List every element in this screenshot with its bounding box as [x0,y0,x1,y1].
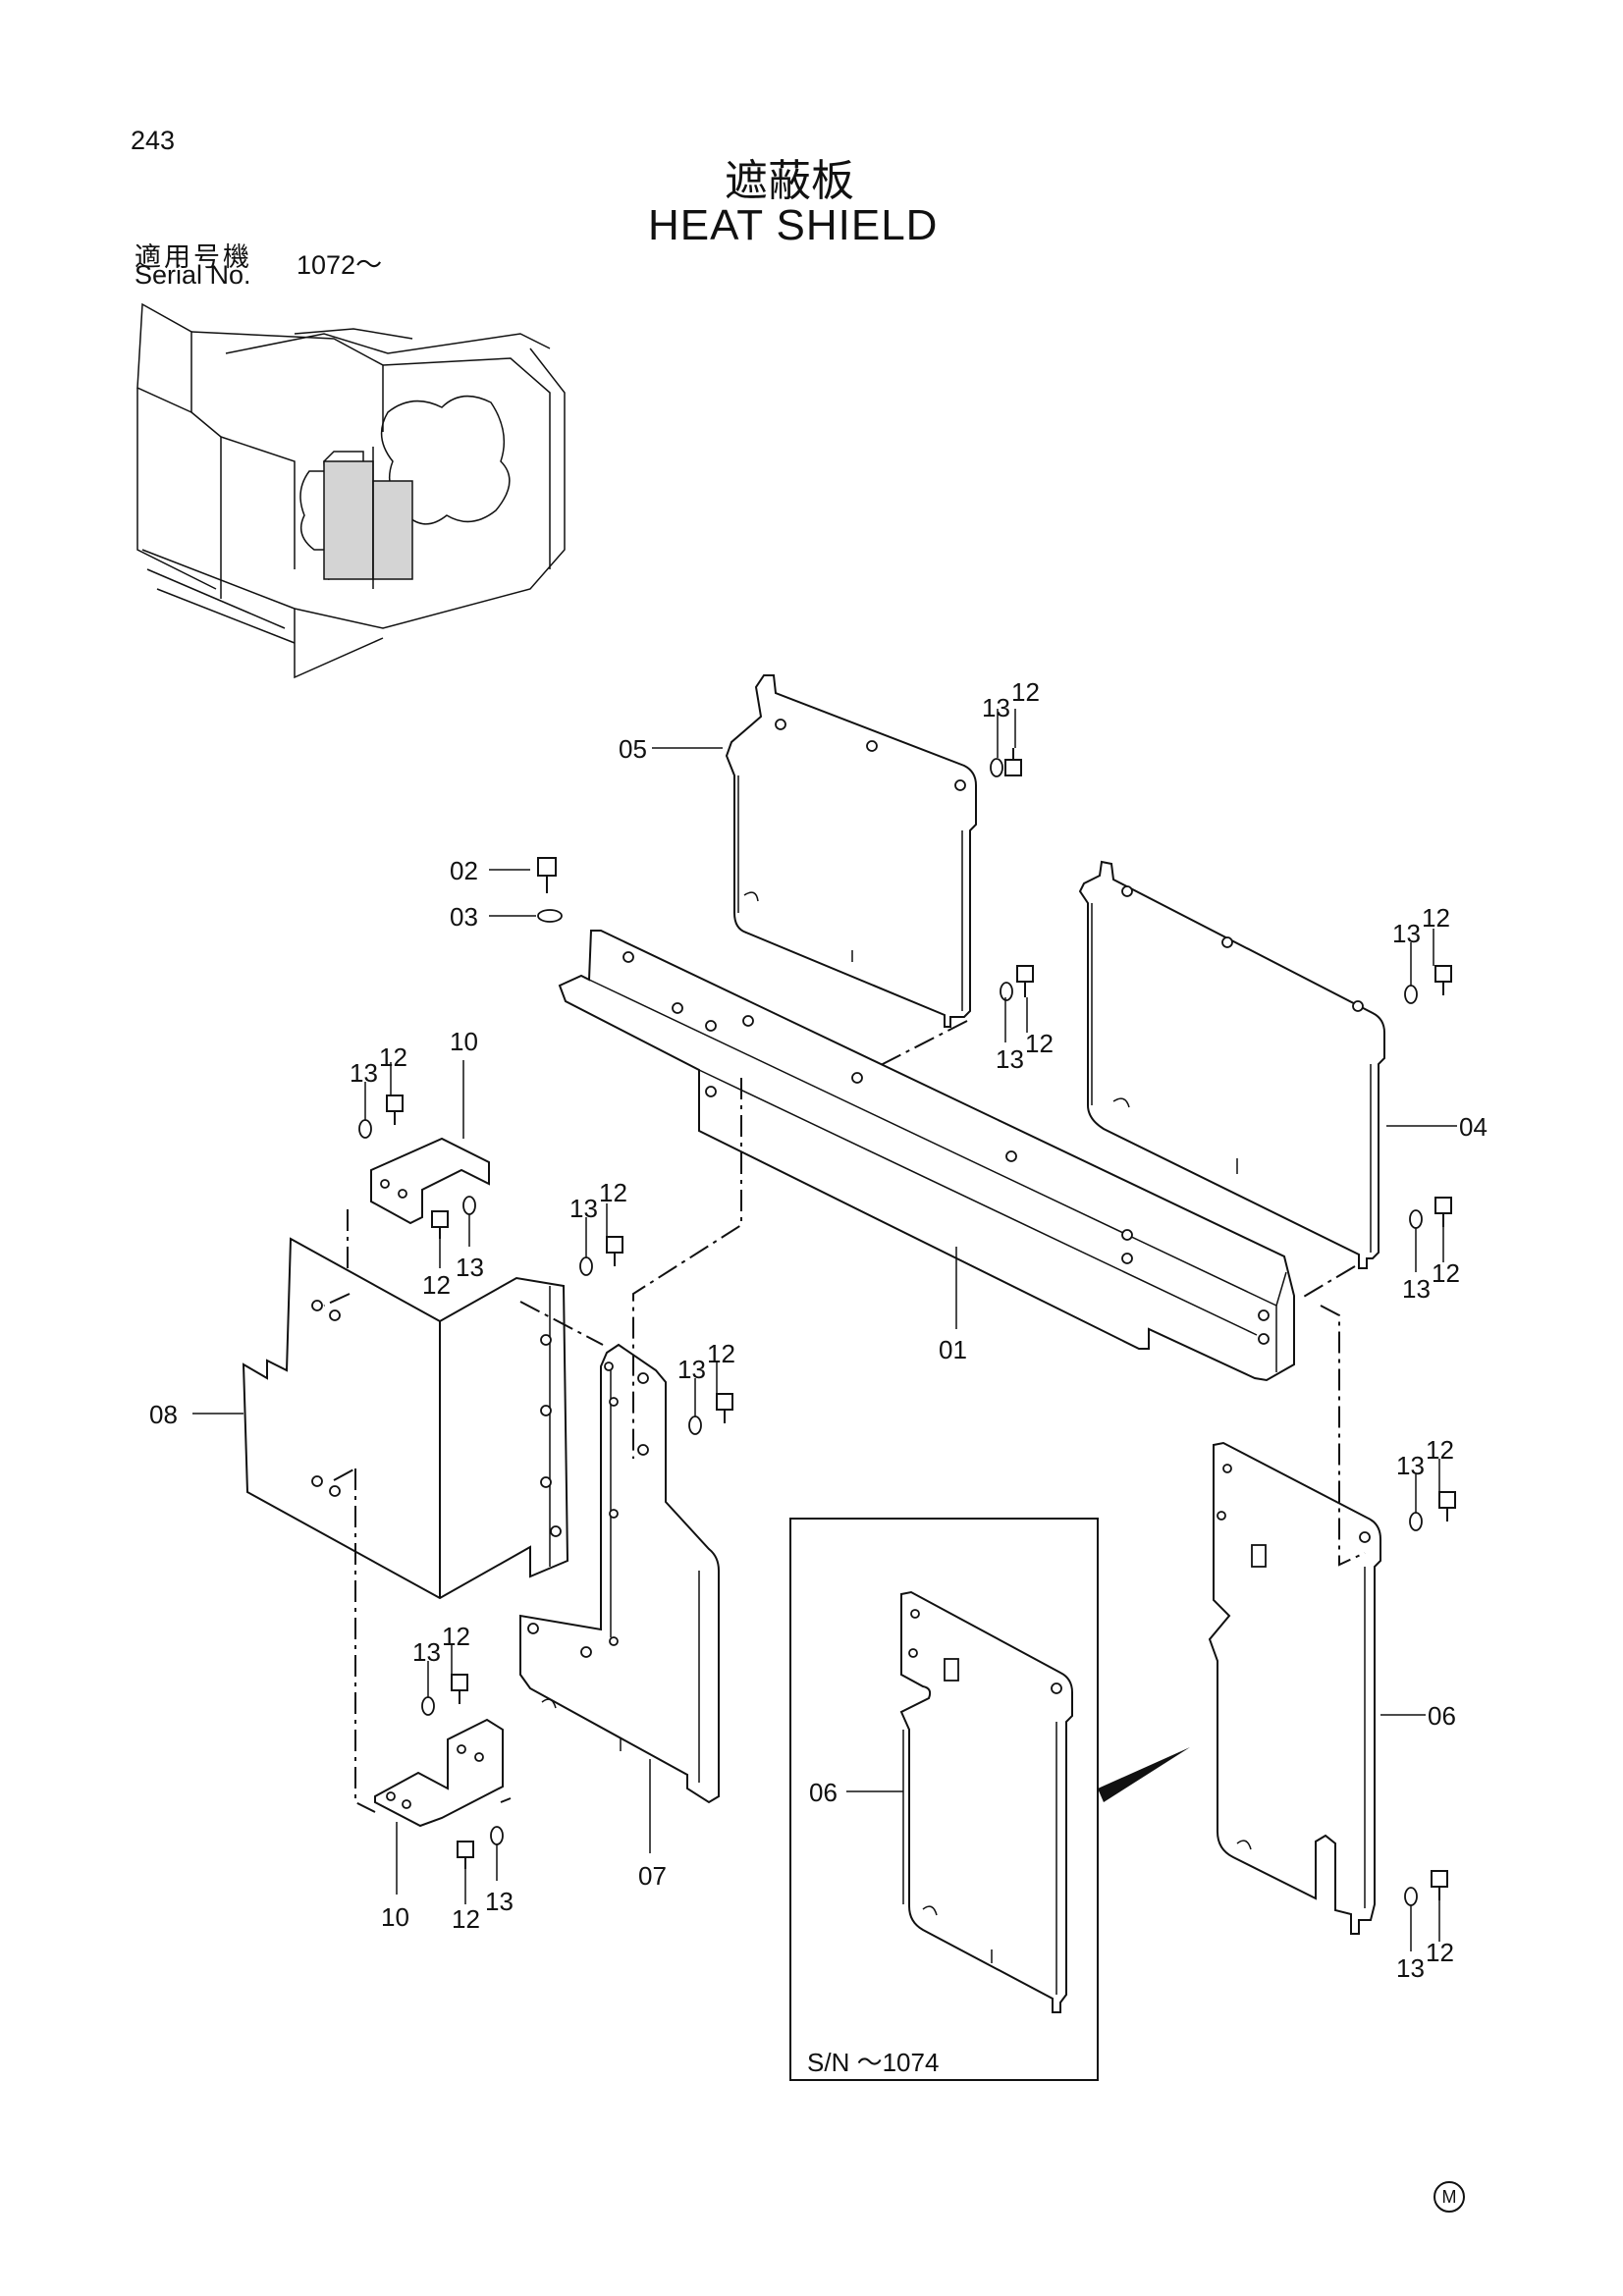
label-f6-12: 12 [1426,1938,1454,1967]
label-f7-12: 12 [707,1339,735,1368]
label-f9-13: 13 [350,1058,378,1088]
plate-05 [725,674,977,1028]
label-part-06-inset: 06 [809,1778,838,1807]
label-part-05: 05 [619,734,647,764]
shield-08 [242,1237,569,1600]
label-f6-13: 13 [1396,1953,1425,1983]
plate-06 [1208,1441,1381,1935]
label-part-08: 08 [149,1400,178,1429]
plate-06-inset [899,1590,1073,2013]
label-f4-13: 13 [1402,1274,1431,1304]
label-f5-12: 12 [1426,1435,1454,1465]
serial-label-japanese: 適用号機 [135,242,252,273]
label-f10-13: 13 [456,1253,484,1282]
label-part-02: 02 [450,856,478,885]
label-f3-12: 12 [1422,903,1450,933]
serial-range: 1072～ [297,250,383,280]
plate-07 [519,1343,720,1804]
title-japanese: 遮蔽板 [725,156,854,206]
label-f3-13: 13 [1392,919,1421,948]
label-f5-13: 13 [1396,1451,1425,1480]
title-english: HEAT SHIELD [648,201,939,249]
label-f4-12: 12 [1432,1258,1460,1288]
serial-label-english: Serial No. [135,260,251,290]
fasteners [358,748,1456,1906]
page-number: 243 [131,126,176,155]
label-f10-12: 12 [422,1270,451,1300]
label-f2-12: 12 [1025,1029,1054,1058]
label-f12-12: 12 [452,1904,480,1934]
label-part-01: 01 [939,1335,967,1364]
label-f8-13: 13 [569,1194,598,1223]
inset-pointer [1098,1747,1190,1802]
label-f12-13: 13 [485,1887,514,1916]
revision-mark: M [1434,2181,1465,2213]
plate-04 [1078,860,1385,1269]
location-sketch [136,302,566,679]
label-part-03: 03 [450,902,478,932]
label-f1-13: 13 [982,693,1010,722]
label-part-07: 07 [638,1861,667,1891]
label-f8-12: 12 [599,1178,627,1207]
label-part-10-lower: 10 [381,1902,409,1932]
label-part-06-main: 06 [1428,1701,1456,1731]
label-f11-13: 13 [412,1637,441,1667]
label-f7-13: 13 [677,1355,706,1384]
bracket-10-lower [374,1718,504,1828]
label-part-04: 04 [1459,1112,1488,1142]
label-f9-12: 12 [379,1042,407,1072]
inset-serial-label: S/N ～1074 [807,2048,940,2077]
label-f11-12: 12 [442,1622,470,1651]
bracket-01 [558,930,1295,1382]
bracket-10-upper [370,1137,490,1225]
inset-frame [789,1518,1099,2081]
label-part-10-upper: 10 [450,1027,478,1056]
label-f1-12: 12 [1011,677,1040,707]
label-f2-13: 13 [996,1044,1024,1074]
